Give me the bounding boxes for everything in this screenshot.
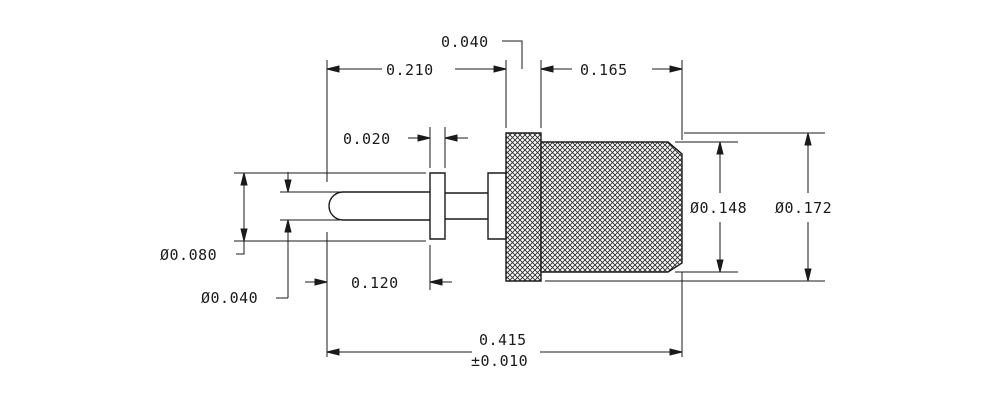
dimension-lines xyxy=(236,41,811,355)
pin-tip xyxy=(329,192,430,220)
dim-overall-length: 0.415 xyxy=(479,331,527,349)
dim-body-length: 0.165 xyxy=(580,61,628,79)
part-outline xyxy=(329,133,682,281)
dim-pin-length: 0.210 xyxy=(386,61,434,79)
dim-head-height: 0.040 xyxy=(441,33,489,51)
knurled-flange xyxy=(506,133,541,281)
dim-tip-length: 0.120 xyxy=(351,274,399,292)
dim-overall-tolerance: ±0.010 xyxy=(471,352,528,370)
dim-tip-diameter: Ø0.080 xyxy=(160,246,217,264)
collar xyxy=(430,173,445,239)
dim-flange-diameter: Ø0.172 xyxy=(775,199,832,217)
dim-collar-thickness: 0.020 xyxy=(343,130,391,148)
knurled-body xyxy=(541,142,682,272)
extension-lines xyxy=(234,60,825,357)
shoulder xyxy=(488,173,506,239)
dim-pin-diameter: Ø0.040 xyxy=(201,289,258,307)
pin-shank xyxy=(445,193,488,219)
dim-body-diameter: Ø0.148 xyxy=(690,199,747,217)
dimension-labels: 0.040 0.210 0.165 0.020 Ø0.080 Ø0.040 0.… xyxy=(160,33,832,370)
